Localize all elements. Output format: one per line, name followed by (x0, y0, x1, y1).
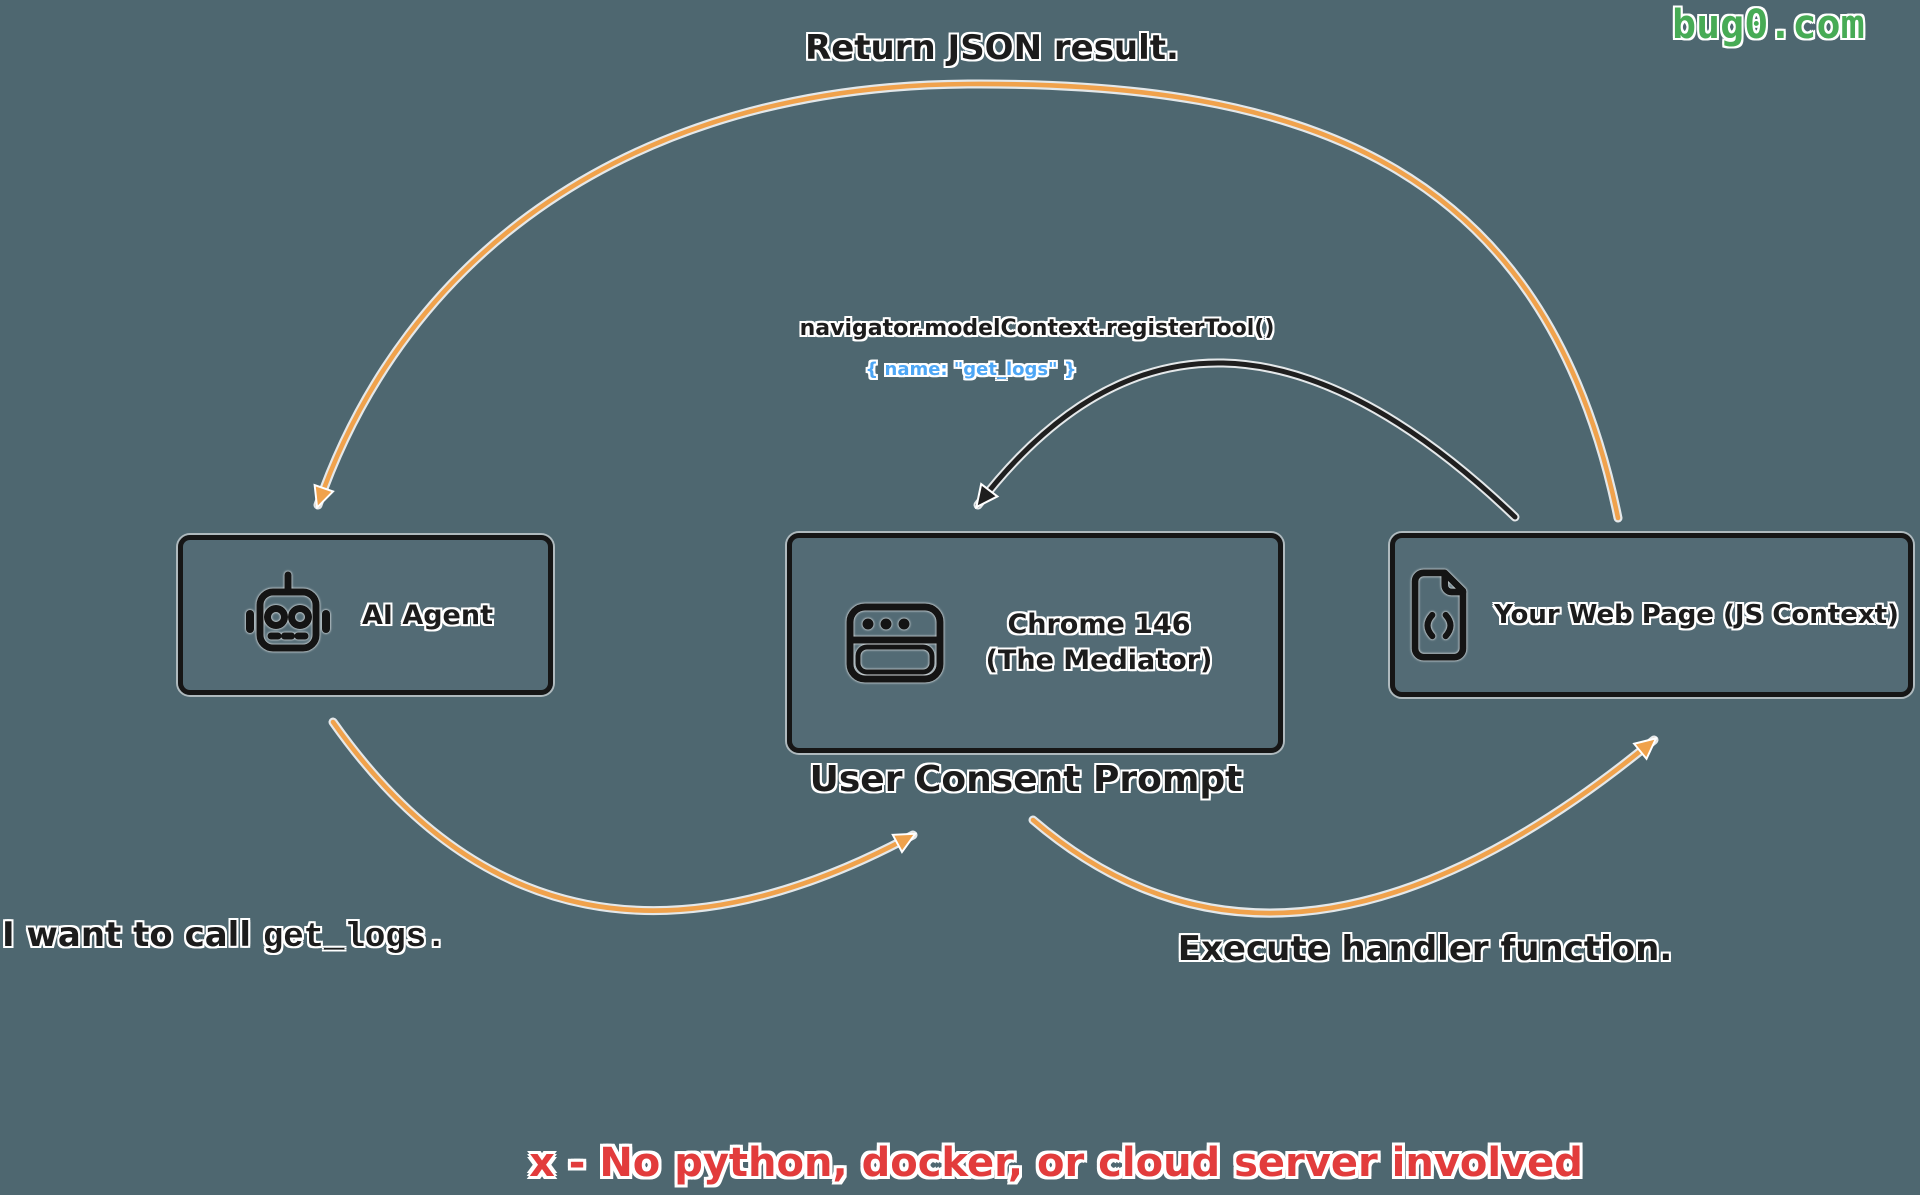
chrome-mediator-box: Chrome 146 (The Mediator) (787, 533, 1283, 753)
ai-agent-label: AI Agent (361, 599, 493, 631)
execute-handler-arrow (1028, 735, 1659, 918)
file-code-icon (1404, 569, 1474, 661)
bug0-logo: bug0.com (1672, 2, 1865, 48)
call-get-logs-label-prefix: I want to call (2, 915, 263, 955)
webpage-box: Your Web Page (JS Context) (1390, 533, 1913, 697)
robot-icon (238, 565, 338, 665)
register-tool-arg-label: { name: "get_logs" } (865, 359, 1077, 380)
call-get-logs-arrow (328, 717, 918, 915)
user-consent-caption: User Consent Prompt (809, 759, 1243, 800)
webpage-label: Your Web Page (JS Context) (1494, 600, 1899, 630)
ai-agent-box: AI Agent (178, 535, 553, 695)
chrome-mediator-label: Chrome 146 (The Mediator) (985, 609, 1213, 676)
return-json-label: Return JSON result. (805, 28, 1179, 68)
browser-window-icon (846, 603, 944, 683)
register-tool-label: navigator.modelContext.registerTool() (799, 316, 1275, 341)
execute-handler-label: Execute handler function. (1177, 929, 1673, 969)
register-tool-arrow (973, 358, 1520, 522)
no-server-caption: x - No python, docker, or cloud server i… (529, 1140, 1583, 1186)
call-get-logs-label-code: get_logs. (262, 919, 447, 957)
call-get-logs-label: I want to call get_logs. (2, 915, 446, 957)
return-json-arrow (318, 79, 1623, 523)
